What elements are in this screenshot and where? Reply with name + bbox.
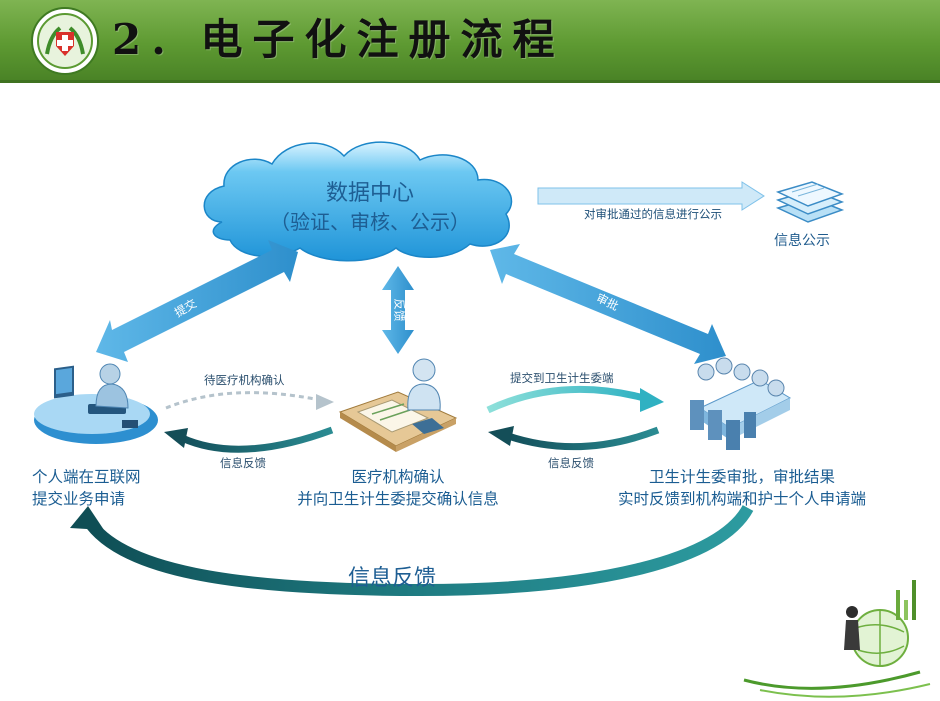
feedback-left-arrow xyxy=(164,426,334,453)
medical-node-label: 医疗机构确认 并向卫生计生委提交确认信息 xyxy=(288,466,508,510)
feedback-left-label: 信息反馈 xyxy=(220,456,266,470)
publish-label: 信息公示 xyxy=(774,233,830,249)
submit-commission-label: 提交到卫生计生委端 xyxy=(510,371,614,385)
commission-meeting-icon xyxy=(690,357,792,450)
medical-label-line1: 医疗机构确认 xyxy=(351,468,445,486)
individual-label-line1: 个人端在互联网 xyxy=(32,468,141,486)
feedback-vertical-label: 反馈 xyxy=(392,298,407,322)
commission-label-line1: 卫生计生委审批，审批结果 xyxy=(648,468,835,486)
globe-presenter-decoration-icon xyxy=(743,580,931,698)
feedback-right-label: 信息反馈 xyxy=(548,456,594,470)
bottom-feedback-arrow xyxy=(70,504,754,597)
submit-double-arrow xyxy=(96,240,298,362)
data-center-subtitle: （验证、审核、公示） xyxy=(270,210,470,234)
medical-institution-desk-icon xyxy=(338,358,458,452)
data-center-title: 数据中心 xyxy=(325,181,414,206)
medical-label-line2: 并向卫生计生委提交确认信息 xyxy=(297,490,499,508)
pending-confirm-arrow xyxy=(165,391,334,410)
publish-arrow xyxy=(537,181,765,211)
approve-double-arrow xyxy=(490,244,726,364)
individual-node-label: 个人端在互联网 提交业务申请 xyxy=(32,466,141,510)
page-title: 2. 电子化注册流程 xyxy=(112,15,565,64)
data-center-cloud xyxy=(203,141,513,262)
publish-arrow-label: 对审批通过的信息进行公示 xyxy=(584,207,722,221)
commission-label-line2: 实时反馈到机构端和护士个人申请端 xyxy=(617,490,866,508)
individual-user-desk-icon xyxy=(34,363,158,444)
individual-label-line2: 提交业务申请 xyxy=(32,490,126,508)
feedback-vertical-double-arrow xyxy=(382,266,414,354)
header-divider xyxy=(0,80,940,83)
submit-commission-arrow xyxy=(486,385,664,414)
commission-node-label: 卫生计生委审批，审批结果 实时反馈到机构端和护士个人申请端 xyxy=(592,466,892,510)
hospital-logo-icon xyxy=(31,7,99,75)
document-stack-icon xyxy=(775,181,845,223)
feedback-right-arrow xyxy=(488,426,660,451)
header-bar xyxy=(0,0,940,80)
pending-confirm-label: 待医疗机构确认 xyxy=(204,373,285,387)
bottom-feedback-label: 信息反馈 xyxy=(348,566,437,591)
